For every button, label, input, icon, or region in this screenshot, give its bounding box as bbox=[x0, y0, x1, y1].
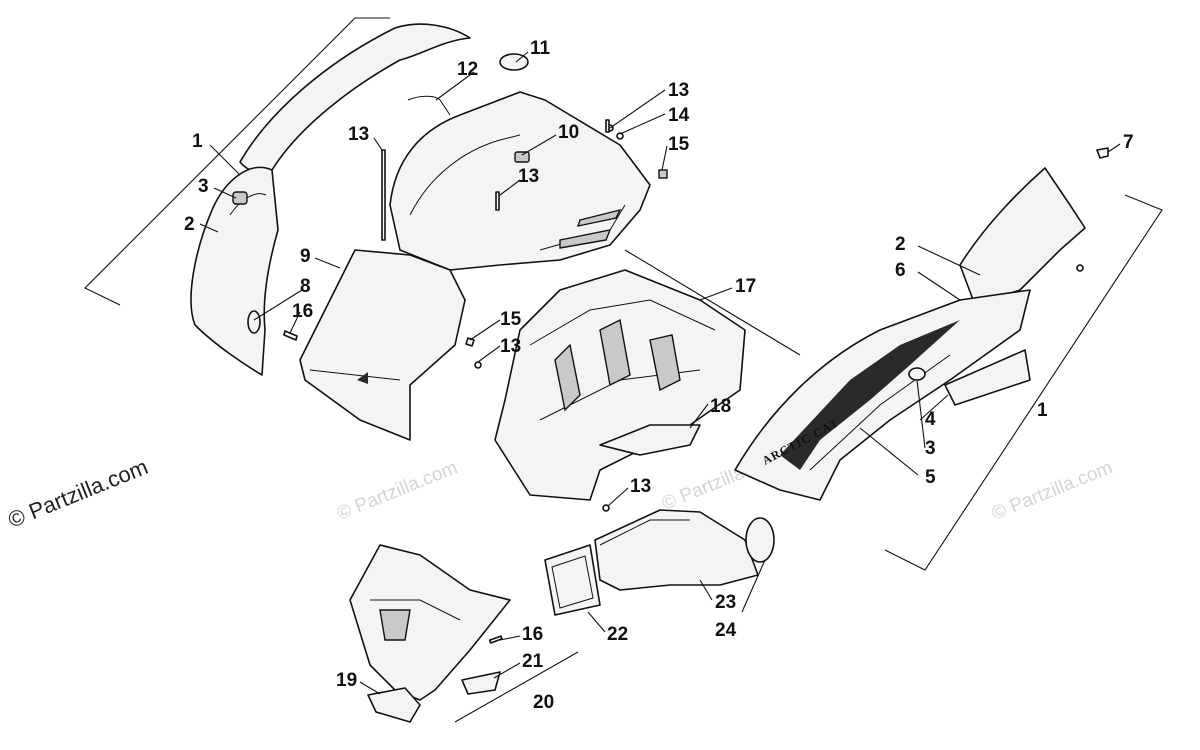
part-19-clips bbox=[367, 687, 421, 723]
watermark-faint-3: © Partzilla.com bbox=[989, 457, 1116, 524]
right-upper-trim bbox=[959, 167, 1086, 306]
callout-17: 17 bbox=[735, 276, 756, 297]
left-grommet bbox=[247, 310, 261, 334]
callout-5: 5 bbox=[925, 467, 936, 488]
right-panel-pad bbox=[908, 367, 926, 381]
hood-arrow-mark bbox=[357, 372, 368, 384]
callout-6: 6 bbox=[895, 260, 906, 281]
left-pin bbox=[283, 330, 298, 341]
bracket-left-1 bbox=[84, 17, 390, 306]
right-panel-graphic bbox=[780, 320, 960, 470]
callout-13-e: 13 bbox=[630, 476, 651, 497]
watermark-faint-1: © Partzilla.com bbox=[334, 457, 461, 524]
part-24-clamp bbox=[745, 517, 775, 563]
callout-13-c: 13 bbox=[668, 80, 689, 101]
callout-3-left: 3 bbox=[198, 176, 209, 197]
callout-8: 8 bbox=[300, 276, 311, 297]
part-13-screw-b bbox=[605, 119, 610, 133]
callout-18: 18 bbox=[710, 396, 731, 417]
callout-23: 23 bbox=[715, 592, 736, 613]
bin-lid-18 bbox=[599, 424, 701, 456]
callout-15-b: 15 bbox=[500, 309, 522, 330]
bracket-17 bbox=[624, 249, 801, 356]
part-7-clip bbox=[1096, 147, 1109, 159]
callout-12: 12 bbox=[457, 59, 478, 80]
callout-16-a: 16 bbox=[292, 301, 313, 322]
left-panel-pad bbox=[232, 191, 248, 205]
callout-16-b: 16 bbox=[522, 624, 543, 645]
intake-housing bbox=[349, 544, 511, 701]
callout-21: 21 bbox=[522, 651, 544, 672]
callouts: 1 3 2 9 8 16 12 11 13 10 13 13 14 15 15 … bbox=[184, 38, 1134, 713]
callout-7: 7 bbox=[1123, 132, 1134, 153]
part-23-duct bbox=[594, 509, 759, 591]
callout-15-a: 15 bbox=[668, 134, 690, 155]
part-15-clip bbox=[658, 169, 668, 179]
left-side-panel bbox=[84, 17, 471, 376]
part-12-harness bbox=[407, 95, 451, 116]
hood-vent-2 bbox=[576, 208, 622, 227]
callout-19: 19 bbox=[336, 670, 357, 691]
callout-9: 9 bbox=[300, 246, 311, 267]
callout-2-right: 2 bbox=[895, 234, 906, 255]
right-side-panel: ARCTIC CAT bbox=[734, 147, 1163, 571]
intake-assembly bbox=[349, 509, 775, 723]
callout-1-right: 1 bbox=[1037, 400, 1048, 421]
part-11-cap bbox=[499, 53, 529, 71]
bracket-20 bbox=[454, 651, 579, 723]
part-21-pad bbox=[461, 671, 501, 695]
callout-4: 4 bbox=[925, 409, 936, 430]
callout-1-left: 1 bbox=[192, 131, 203, 152]
callout-10: 10 bbox=[558, 122, 579, 143]
callout-22: 22 bbox=[607, 624, 628, 645]
part-10-clip bbox=[514, 151, 530, 163]
callout-11: 11 bbox=[530, 38, 551, 59]
bracket-right-1 bbox=[884, 194, 1163, 571]
callout-13-a: 13 bbox=[348, 124, 369, 145]
callout-13-d: 13 bbox=[500, 336, 521, 357]
hood-vent bbox=[559, 229, 612, 249]
callout-14: 14 bbox=[668, 105, 690, 126]
hood-upper bbox=[389, 91, 651, 271]
callout-3-right: 3 bbox=[925, 438, 936, 459]
callout-20: 20 bbox=[533, 692, 554, 713]
leader-lines bbox=[199, 51, 1121, 695]
callout-24: 24 bbox=[715, 620, 737, 641]
callout-2-left: 2 bbox=[184, 214, 195, 235]
storage-bin bbox=[465, 249, 801, 512]
hood-lower-fascia bbox=[299, 249, 466, 441]
callout-13-b: 13 bbox=[518, 166, 539, 187]
part-13-screw-c bbox=[495, 191, 500, 211]
part-13-screw-a bbox=[381, 149, 386, 241]
watermark-main: © Partzilla.com bbox=[5, 454, 152, 533]
hood-assembly bbox=[299, 53, 668, 441]
right-decal-4 bbox=[944, 349, 1031, 406]
